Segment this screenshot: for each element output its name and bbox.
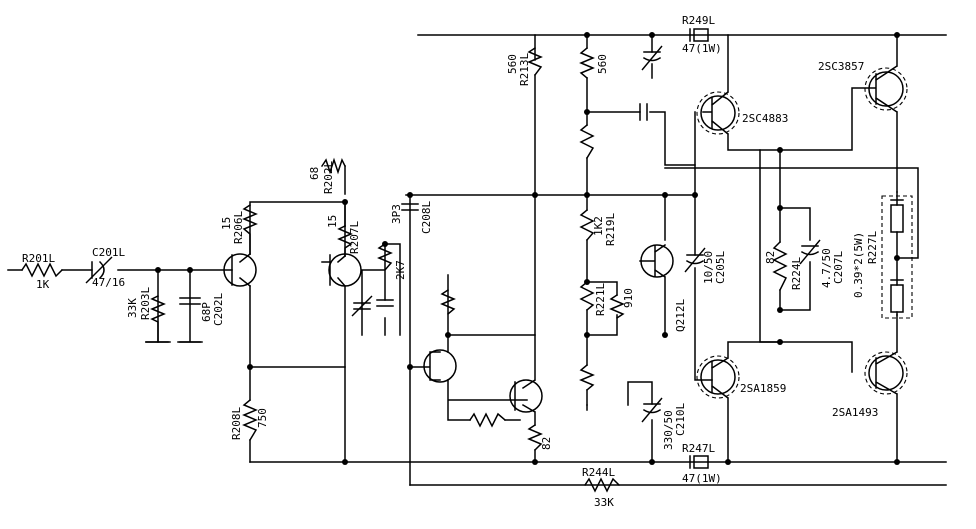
capacitors <box>85 28 913 469</box>
label-r208l-value: 750 <box>256 408 269 428</box>
label-r247l-value: 47(1W) <box>682 472 722 485</box>
label-2sc3857: 2SC3857 <box>818 60 864 73</box>
resistors <box>20 46 788 493</box>
label-r82-lower: 82 <box>540 437 553 450</box>
label-r227l-value: 0.39*2(5W) <box>852 232 865 298</box>
capacitor-c201l <box>85 256 113 284</box>
resistor-bottom-580 <box>579 363 595 392</box>
resistor-diff-top <box>440 288 456 316</box>
resistor-r208l <box>242 398 258 442</box>
ground-stubs <box>145 341 588 411</box>
label-2sc4883: 2SC4883 <box>742 112 788 125</box>
capacitor-c208l <box>401 203 419 211</box>
label-c202l-value: 68P <box>200 302 213 322</box>
label-q212l: Q212L <box>674 299 687 332</box>
resistor-910 <box>609 293 625 320</box>
resistor-r227l-box <box>881 195 913 319</box>
transistor-2sc4883 <box>700 95 736 131</box>
resistor-r82-lower <box>527 423 543 452</box>
label-r224l-value: 82 <box>764 251 777 264</box>
label-r207l-value: 15 <box>326 215 339 228</box>
transistor-diff-a <box>423 349 457 383</box>
label-r221l-value: 910 <box>622 288 635 308</box>
capacitor-small-left <box>351 295 373 317</box>
label-560-right: 560 <box>596 54 609 74</box>
resistor-pot-2k7 <box>377 242 393 272</box>
label-r244l: R244L <box>582 466 615 479</box>
label-r202l-value: 68 <box>308 167 321 180</box>
resistor-diff-emitter <box>468 412 507 428</box>
resistor-560-right <box>579 46 595 80</box>
transistors <box>223 67 908 413</box>
capacitor-c210l <box>641 397 663 423</box>
label-c205l-value: 10/50 <box>702 251 715 284</box>
label-r207l: R207L <box>348 221 361 254</box>
capacitor-small-mid <box>376 299 394 307</box>
resistor-r247l-box <box>689 455 709 469</box>
label-r249l: R249L <box>682 14 715 27</box>
transistor-2sa1859 <box>700 359 736 395</box>
resistor-r82-left <box>772 240 788 292</box>
capacitor-c202l <box>179 297 201 305</box>
resistor-mid <box>579 123 595 160</box>
capacitor-c207l <box>799 239 821 265</box>
label-r227l: R227L <box>866 231 879 264</box>
label-2sa1493: 2SA1493 <box>832 406 878 419</box>
labels: R201L 1K C201L 47/16 33K R203L 68P C202L… <box>22 14 879 509</box>
label-c208l: C208L <box>420 201 433 234</box>
label-r219l: R219L <box>604 213 617 246</box>
label-pot-value: 2K7 <box>394 260 407 280</box>
label-2sa1859: 2SA1859 <box>740 382 786 395</box>
capacitor-rail-top <box>641 45 663 71</box>
label-r203l: R203L <box>139 287 152 320</box>
label-r201l: R201L <box>22 252 55 265</box>
transistor-q1 <box>223 253 257 287</box>
transistor-2sa1493 <box>868 355 904 391</box>
resistor-r219l <box>579 208 595 242</box>
label-c202l: C202L <box>212 293 225 326</box>
resistor-r202l <box>320 157 347 175</box>
resistor-r203l <box>150 294 166 343</box>
label-c210l-value: 330/50 <box>662 410 675 450</box>
transistor-2sc3857 <box>868 71 904 107</box>
label-r224l: R224L <box>790 257 803 290</box>
label-c207l: C207L <box>832 251 845 284</box>
label-r206l-value: 15 <box>220 217 233 230</box>
resistor-r207l <box>337 224 353 257</box>
label-c201l-value: 47/16 <box>92 276 125 289</box>
label-r201l-value: 1K <box>36 278 50 291</box>
resistor-r213l <box>527 46 543 77</box>
transistor-q212l <box>640 244 674 278</box>
capacitor-c205l <box>684 247 706 273</box>
label-c207l-value: 4.7/50 <box>820 248 833 288</box>
label-r203l-value: 33K <box>126 298 139 318</box>
wiring <box>7 34 947 486</box>
label-c210l: C210L <box>674 403 687 436</box>
label-r208l: R208L <box>230 407 243 440</box>
label-r202l: R202L <box>322 161 335 194</box>
label-r247l: R247L <box>682 442 715 455</box>
label-r249l-value: 47(1W) <box>682 42 722 55</box>
transistor-diff-b <box>509 379 543 413</box>
resistor-r249l-box <box>689 28 709 42</box>
label-r219l-value: 1K2 <box>592 216 605 236</box>
resistor-r201l <box>20 262 64 278</box>
label-r221l: R221L <box>594 283 607 316</box>
resistor-r206l <box>242 203 258 255</box>
label-c205l: C205L <box>714 251 727 284</box>
resistor-r244l <box>583 477 621 493</box>
capacitor-feedback-top <box>639 103 648 121</box>
label-r244l-value: 33K <box>594 496 614 509</box>
label-r206l: R206L <box>232 211 245 244</box>
label-c201l: C201L <box>92 246 125 259</box>
label-r213l-value: 560 <box>506 54 519 74</box>
transistor-q2 <box>328 253 362 287</box>
resistor-r221l <box>579 280 595 312</box>
label-r213l: R213L <box>518 53 531 86</box>
label-c208l-value: 3P3 <box>390 204 403 224</box>
